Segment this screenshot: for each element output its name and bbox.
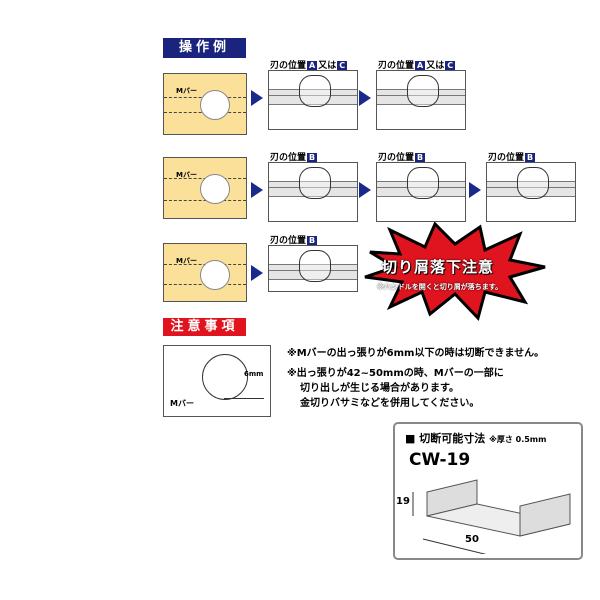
cutter-step-panel bbox=[268, 245, 358, 292]
m-bar-box: Mバー bbox=[163, 73, 247, 135]
spec-width: 50 bbox=[465, 534, 479, 545]
cutter-step-panel bbox=[486, 162, 576, 222]
cutter-step-panel bbox=[376, 162, 466, 222]
arrow-right-icon bbox=[251, 182, 263, 198]
cutter-step-panel bbox=[376, 70, 466, 130]
warning-subtitle: ※ハンドルを開くと切り屑が落ちます。 bbox=[377, 283, 503, 291]
spec-box: ■ 切断可能寸法 ※厚さ 0.5mm CW-19 19 50 bbox=[393, 422, 583, 560]
m-bar-label: Mバー bbox=[176, 257, 197, 265]
m-bar-circle bbox=[202, 354, 248, 400]
caution-note-3: 切り出しが生じる場合があります。 bbox=[300, 383, 459, 394]
m-bar-box: Mバー bbox=[163, 157, 247, 219]
cutter-tool-icon bbox=[299, 167, 331, 199]
cutter-tool-icon bbox=[407, 167, 439, 199]
hole-circle bbox=[200, 174, 230, 204]
caution-header: 注意事項 bbox=[163, 318, 246, 336]
arrow-right-icon bbox=[469, 182, 481, 198]
square-bullet-icon: ■ bbox=[405, 432, 420, 445]
spec-model: CW-19 bbox=[409, 450, 471, 470]
warning-title: 切り屑落下注意 bbox=[382, 258, 495, 276]
m-bar-label: Mバー bbox=[170, 399, 194, 408]
channel-profile-drawing bbox=[412, 479, 571, 554]
dimension-label: 6mm bbox=[244, 370, 264, 378]
hole-circle bbox=[200, 90, 230, 120]
hole-circle bbox=[200, 260, 230, 290]
arrow-right-icon bbox=[359, 90, 371, 106]
cutter-step-panel bbox=[268, 162, 358, 222]
caution-note-4: 金切りバサミなどを併用してください。 bbox=[300, 398, 480, 409]
cutter-step-panel bbox=[268, 70, 358, 130]
m-bar-label: Mバー bbox=[176, 87, 197, 95]
arrow-right-icon bbox=[251, 265, 263, 281]
cutter-tool-icon bbox=[517, 167, 549, 199]
spec-title: 切断可能寸法 bbox=[419, 432, 486, 445]
operation-example-header: 操作例 bbox=[163, 38, 246, 58]
spec-thickness: ※厚さ 0.5mm bbox=[489, 435, 547, 444]
cutter-tool-icon bbox=[407, 75, 439, 107]
spec-height: 19 bbox=[396, 496, 410, 507]
arrow-right-icon bbox=[251, 90, 263, 106]
caution-note-1: ※Mバーの出っ張りが6mm以下の時は切断できません。 bbox=[287, 348, 545, 359]
m-bar-label: Mバー bbox=[176, 171, 197, 179]
cutter-tool-icon bbox=[299, 250, 331, 282]
falling-chips-warning-burst bbox=[364, 222, 546, 321]
arrow-right-icon bbox=[359, 182, 371, 198]
m-bar-box: Mバー bbox=[163, 243, 247, 302]
caution-diagram: 6mm Mバー bbox=[163, 345, 271, 417]
cutter-tool-icon bbox=[299, 75, 331, 107]
caution-note-2: ※出っ張りが42~50mmの時、Mバーの一部に bbox=[287, 368, 504, 379]
